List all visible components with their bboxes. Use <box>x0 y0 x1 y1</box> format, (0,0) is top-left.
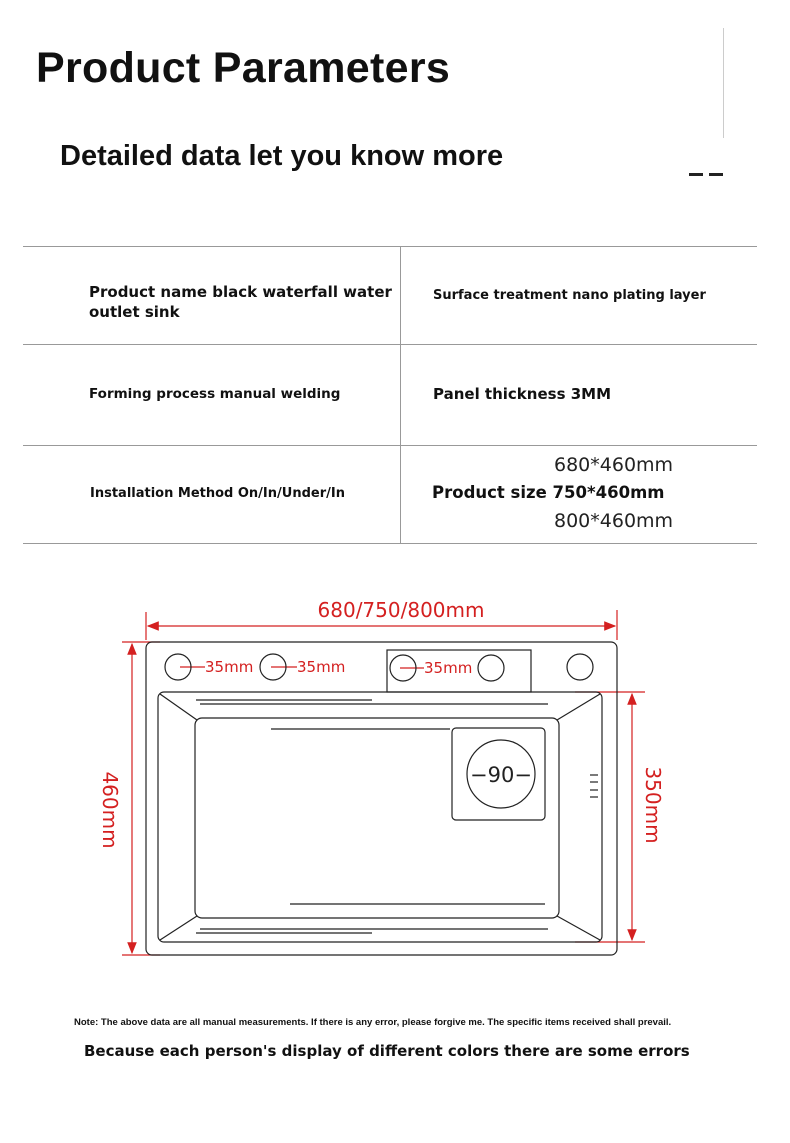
measurement-note: Note: The above data are all manual meas… <box>74 1017 672 1028</box>
page-subtitle: Detailed data let you know more <box>60 140 504 172</box>
divider <box>23 543 757 544</box>
page-title: Product Parameters <box>36 44 451 92</box>
decor-dash <box>709 173 723 176</box>
color-note: Because each person's display of differe… <box>84 1042 690 1060</box>
param-product-size: Product size 750*460mm <box>432 483 665 502</box>
height-label: 460mm <box>98 771 122 848</box>
dimension-lines <box>122 610 645 956</box>
drain-size-label: −90− <box>470 763 532 787</box>
width-label: 680/750/800mm <box>318 598 485 622</box>
param-forming-process: Forming process manual welding <box>89 386 341 402</box>
divider <box>23 246 757 247</box>
divider <box>400 246 401 544</box>
divider <box>23 344 757 345</box>
size-option: 800*460mm <box>554 510 674 532</box>
sink-outline <box>145 641 618 956</box>
param-surface-treatment: Surface treatment nano plating layer <box>433 288 706 303</box>
hole-label: 35mm <box>205 658 253 676</box>
param-installation: Installation Method On/In/Under/In <box>90 486 345 501</box>
size-option: 680*460mm <box>554 454 674 476</box>
divider <box>723 28 724 138</box>
divider <box>23 445 757 446</box>
hole-label: 35mm <box>297 658 345 676</box>
hole-label: 35mm <box>424 659 472 677</box>
inner-height-label: 350mm <box>641 766 665 843</box>
param-panel-thickness: Panel thickness 3MM <box>433 385 612 403</box>
decor-dash <box>689 173 703 176</box>
param-product-name: Product name black waterfall water outle… <box>89 283 392 321</box>
